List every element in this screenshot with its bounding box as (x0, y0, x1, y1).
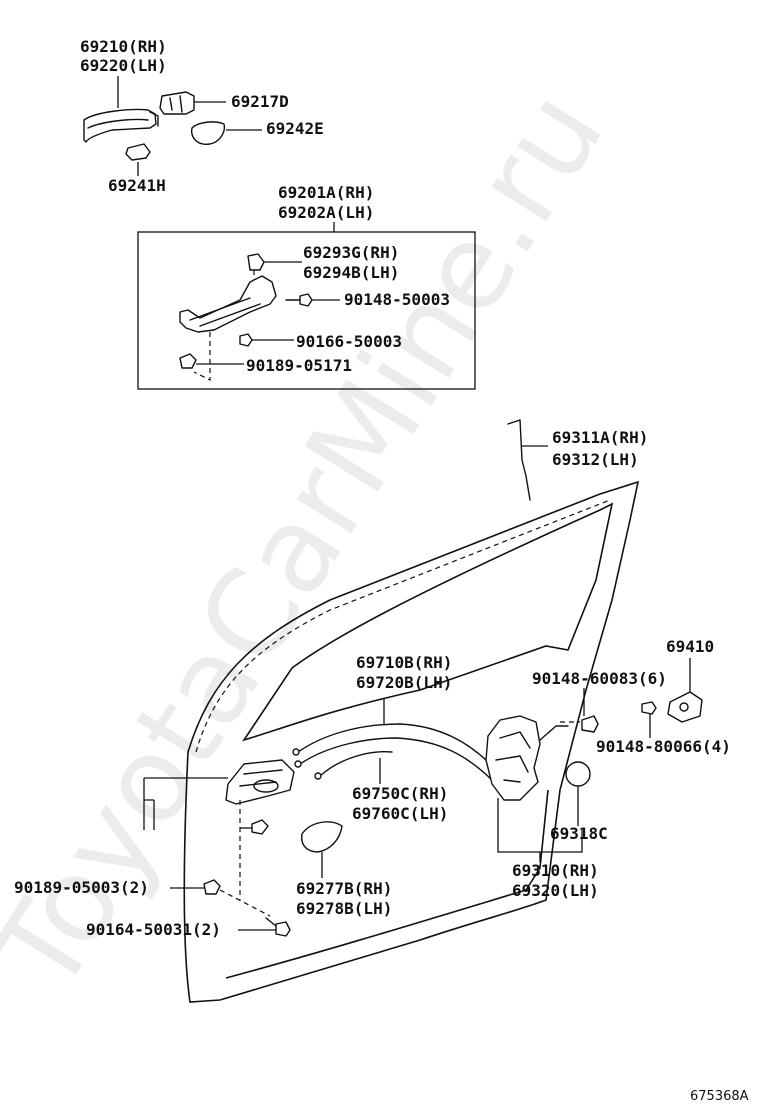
label-pad-inner: 69241H (108, 176, 166, 195)
label-cable2-rh: 69750C(RH) (352, 784, 448, 803)
label-handle-rh: 69210(RH) (80, 37, 167, 56)
outside-handle (83, 108, 157, 143)
clip-2 (203, 879, 221, 895)
lock-screw (581, 715, 599, 733)
screw-5 (275, 921, 291, 937)
inside-handle-screw (251, 819, 269, 835)
label-screw-4: 90148-80066(4) (596, 737, 731, 756)
outside-handle-group (83, 76, 262, 176)
label-pad-outer: 69242E (266, 119, 324, 138)
label-cover: 69318C (550, 824, 608, 843)
label-rod-rh: 69311A(RH) (552, 428, 648, 447)
label-screw-2: 90166-50003 (296, 332, 402, 351)
label-rod-lh: 69312(LH) (552, 450, 639, 469)
door-outline (183, 480, 640, 1003)
label-screw-5: 90164-50031(2) (86, 920, 221, 939)
handle-frame (179, 275, 277, 333)
label-cable-rh: 69710B(RH) (356, 653, 452, 672)
label-clip-1: 90189-05171 (246, 356, 352, 375)
striker-screw (641, 701, 657, 715)
label-bezel-lh: 69278B(LH) (296, 899, 392, 918)
label-cable2-lh: 69760C(LH) (352, 804, 448, 823)
frame-clip (179, 353, 197, 369)
lock-cover (565, 761, 591, 787)
label-lock-lh: 69320(LH) (512, 881, 599, 900)
frame-bracket (247, 253, 265, 271)
label-frame-rh: 69201A(RH) (278, 183, 374, 202)
handle-cap (159, 91, 195, 115)
lock-rod (507, 419, 531, 501)
frame-assembly-box (137, 231, 476, 390)
label-screw-1: 90148-50003 (344, 290, 450, 309)
label-handle-lh: 69220(LH) (80, 56, 167, 75)
label-cable-lh: 69720B(LH) (356, 673, 452, 692)
cable-assembly (292, 698, 497, 784)
label-clip-2: 90189-05003(2) (14, 878, 149, 897)
diagram-code: 675368A (690, 1089, 749, 1104)
frame-assembly (179, 253, 340, 381)
handle-pad-inner (125, 143, 151, 161)
label-bracket-rh: 69293G(RH) (303, 243, 399, 262)
inside-handle-bezel (301, 821, 343, 853)
label-cap-outer: 69217D (231, 92, 289, 111)
frame-screw-1 (299, 293, 313, 307)
door-lock (485, 715, 599, 801)
inside-handle (225, 759, 295, 835)
handle-pad-outer (191, 121, 226, 145)
frame-screw-2 (239, 333, 253, 347)
striker (641, 658, 703, 738)
label-bezel-rh: 69277B(RH) (296, 879, 392, 898)
label-screw-3: 90148-60083(6) (532, 669, 667, 688)
label-bracket-lh: 69294B(LH) (303, 263, 399, 282)
label-striker: 69410 (666, 637, 714, 656)
label-frame-lh: 69202A(LH) (278, 203, 374, 222)
label-lock-rh: 69310(RH) (512, 861, 599, 880)
